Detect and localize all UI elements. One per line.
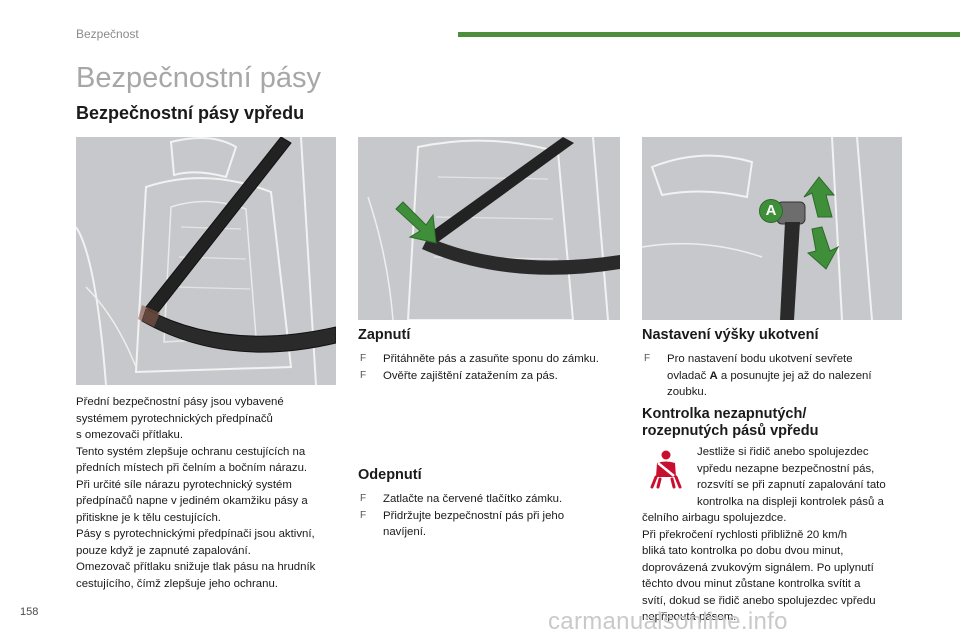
section-label: Bezpečnost (76, 27, 139, 41)
warning-line: těchto dvou minut zůstane kontrolka svít… (642, 578, 861, 590)
warning-line: rozsvítí se při zapnutí zapalování tato (697, 479, 886, 491)
intro-line: předpínačů napne v jediném okamžiku pásy… (76, 495, 308, 507)
page-title: Bezpečnostní pásy (76, 62, 322, 94)
warning-lamp-text-indented: Jestliže si řidič anebo spolujezdec vpře… (697, 444, 912, 510)
intro-line: systémem pyrotechnických předpínačů (76, 412, 273, 425)
seatbelt-warning-icon (646, 449, 686, 489)
warning-line: svítí, dokud se řidič anebo spolujezdec … (642, 594, 876, 607)
unfastening-heading: Odepnutí (358, 467, 422, 483)
warning-line: čelního airbagu spolujezdce. (642, 512, 787, 524)
warning-line: kontrolka na displeji kontrolek pásů a (697, 495, 884, 508)
intro-line: Přední bezpečnostní pásy jsou vybavené (76, 396, 284, 408)
bullet-icon: F (360, 369, 367, 381)
intro-line: Pásy s pyrotechnickými předpínači jsou a… (76, 528, 315, 540)
intro-line: pouze když je zapnuté zapalování. (76, 544, 251, 557)
page-number: 158 (20, 606, 39, 618)
bullet-icon: F (360, 353, 367, 364)
intro-text: Přední bezpečnostní pásy jsou vybavené s… (76, 394, 346, 592)
intro-line: cestujícího, čímž zlepšuje jeho ochranu. (76, 577, 278, 590)
height-adjustment-illustration: A (642, 137, 902, 320)
intro-line: předních místech při čelním a bočním nár… (76, 462, 308, 474)
section-subtitle: Bezpečnostní pásy vpředu (76, 103, 305, 123)
fastening-heading: Zapnutí (358, 327, 411, 343)
warning-line: Jestliže si řidič anebo spolujezdec (697, 446, 869, 458)
height-adjustment-heading: Nastavení výšky ukotvení (642, 327, 819, 343)
callout-a-label: A (759, 199, 783, 223)
warning-line: vpředu nezapne bezpečnostní pás, (697, 462, 875, 475)
header-accent-rule (458, 32, 960, 37)
warning-line: doprovázená zvukovým signálem. Po uplynu… (642, 561, 874, 574)
intro-line: přitiskne je k tělu cestujících. (76, 511, 221, 524)
intro-line: Omezovač přítlaku snižuje tlak pásu na h… (76, 561, 316, 573)
watermark: carmanualsonline.info (548, 608, 788, 635)
warning-line: bliká tato kontrolka po dobu dvou minut, (642, 545, 844, 557)
warning-lamp-heading: Kontrolka nezapnutých/rozepnutých pásů v… (642, 406, 819, 439)
fastening-illustration (358, 137, 620, 320)
warning-line: Při překročení rychlosti přibližně 20 km… (642, 528, 848, 541)
bullet-icon: F (360, 493, 367, 504)
warning-lamp-section: Kontrolka nezapnutých/rozepnutých pásů v… (642, 406, 902, 440)
warning-lamp-text: čelního airbagu spolujezdce. Při překroč… (642, 510, 912, 626)
bullet-icon: F (360, 509, 367, 521)
intro-line: Při určité síle nárazu pyrotechnický sys… (76, 478, 292, 491)
intro-line: Tento systém zlepšuje ochranu cestujícíc… (76, 445, 306, 458)
bullet-icon: F (644, 353, 651, 364)
seatbelt-overview-illustration (76, 137, 336, 385)
warning-line: nepřipoutá pásem. (642, 611, 737, 623)
intro-line: s omezovači přítlaku. (76, 429, 183, 441)
